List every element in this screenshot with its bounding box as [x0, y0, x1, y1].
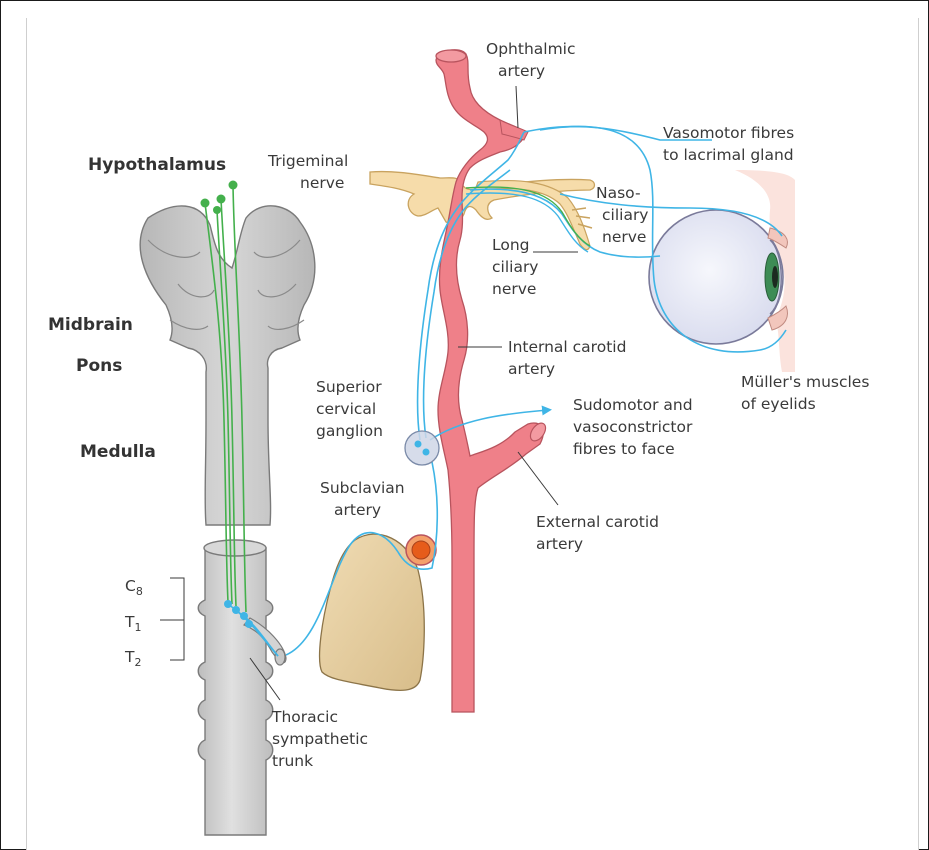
- ganglion-upward-plexus-2: [424, 170, 510, 438]
- label-long-ciliary-nerve: Long ciliary nerve: [492, 236, 543, 298]
- trunk-cut-end: [275, 649, 285, 665]
- label-pons: Pons: [76, 356, 122, 376]
- label-c8: C8: [125, 577, 143, 598]
- label-superior-cervical-ganglion: Superior cervical ganglion: [316, 378, 387, 440]
- brainstem: [140, 206, 315, 525]
- label-nasociliary-nerve: Naso- ciliary nerve: [596, 184, 653, 246]
- internal-carotid-cut-top: [436, 50, 466, 62]
- eyeball: [649, 210, 787, 344]
- label-ophthalmic-artery: Ophthalmic artery: [486, 40, 580, 80]
- superior-cervical-ganglion: [405, 431, 439, 465]
- carotid-arteries: [436, 50, 549, 712]
- eye-globe: [649, 210, 783, 344]
- label-medulla: Medulla: [80, 442, 156, 462]
- internal-carotid-artery: [436, 50, 543, 712]
- label-sudomotor-fibres: Sudomotor and vasoconstrictor fibres to …: [573, 396, 698, 458]
- pupil: [772, 266, 778, 288]
- label-internal-carotid-artery: Internal carotid artery: [508, 338, 631, 378]
- label-muller-muscles: Müller's muscles of eyelids: [741, 373, 874, 413]
- leader-external-carotid: [518, 452, 558, 505]
- label-t2: T2: [124, 648, 141, 669]
- spinal-cord: [198, 540, 286, 835]
- label-t1: T1: [124, 613, 141, 634]
- label-external-carotid-artery: External carotid artery: [536, 513, 664, 553]
- label-thoracic-sympathetic-trunk: Thoracic sympathetic trunk: [271, 708, 373, 770]
- subclavian-artery: [406, 535, 436, 565]
- label-vasomotor-lacrimal: Vasomotor fibres to lacrimal gland: [663, 124, 799, 164]
- label-hypothalamus: Hypothalamus: [88, 155, 226, 175]
- bracket-c8-t2: [160, 578, 184, 660]
- label-subclavian-artery: Subclavian artery: [320, 479, 410, 519]
- label-trigeminal-nerve: Trigeminal nerve: [267, 152, 353, 192]
- label-midbrain: Midbrain: [48, 315, 133, 335]
- leader-ophthalmic: [516, 86, 518, 128]
